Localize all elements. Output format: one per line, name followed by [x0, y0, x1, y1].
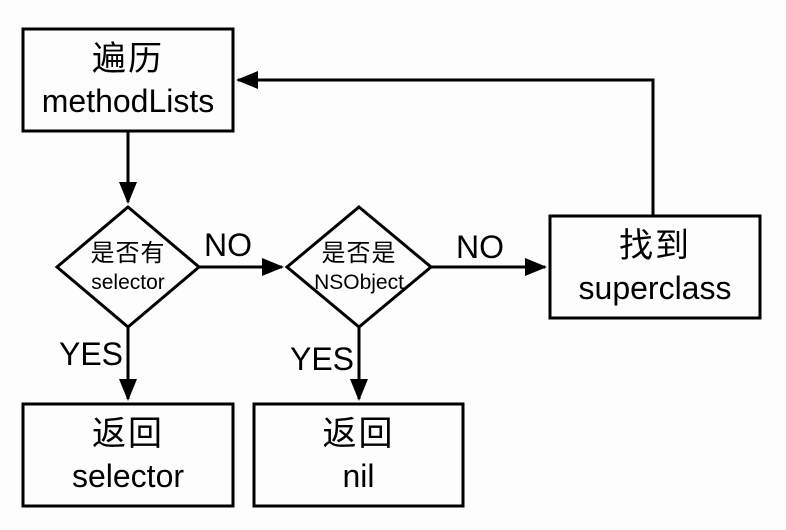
found-superclass-box: [548, 214, 762, 320]
has-selector-diamond: [54, 205, 202, 329]
arrow-superclass-loop-to-traverse: [236, 71, 655, 216]
return-selector-box: [21, 402, 235, 508]
is-nsobject-diamond: [284, 205, 434, 329]
traverse-methodlists-box: [21, 27, 235, 133]
return-nil-box: [252, 402, 465, 508]
